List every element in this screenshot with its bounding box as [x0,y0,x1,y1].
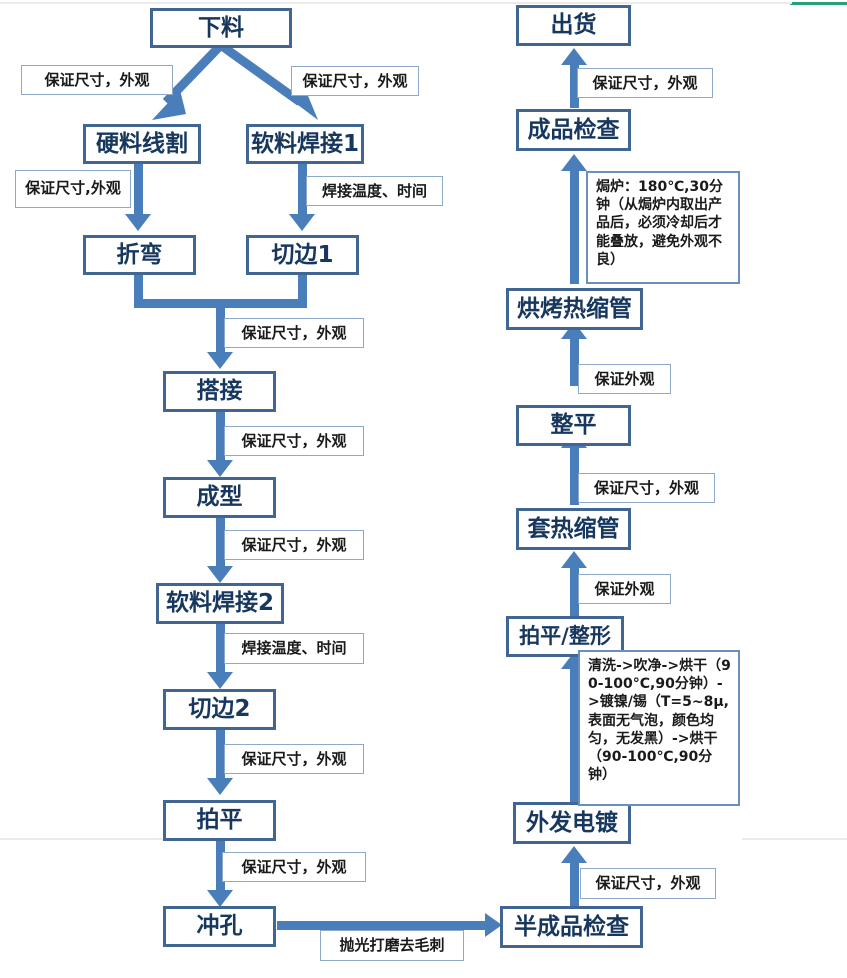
connector-ruanliao1-qiebian1-arrow [289,214,315,231]
connector-bancheng-waifa-arrow [561,846,587,863]
connector-chengpin-chuhuo-arrow [561,48,587,65]
note-right-4: 保证尺寸，外观 [578,473,715,503]
note-left-9: 保证尺寸，外观 [224,744,364,774]
note-right-5: 保证外观 [578,574,671,604]
merge-left-stem [134,275,143,307]
node-hongkao-rsg[interactable]: 烘烤热缩管 [506,288,643,330]
note-left-2: 保证尺寸，外观 [291,66,419,96]
node-chengxing[interactable]: 成型 [163,477,276,518]
connector-paipingzx-taorsg-arrow [561,551,587,568]
note-right-1: 保证尺寸，外观 [577,68,713,98]
connector-paiping-chongkong-line [216,841,225,897]
connector-waifa-paiping-line [570,664,579,803]
connector-ruanliao2-qiebian2-arrow [207,672,233,689]
note-right-3: 保证外观 [578,364,671,394]
connector-dajie-chengxing-line [216,412,225,464]
note-left-7: 保证尺寸，外观 [224,530,364,560]
node-paiping[interactable]: 拍平 [163,800,276,841]
node-zhengping[interactable]: 整平 [516,405,631,446]
note-left-6: 保证尺寸，外观 [224,426,364,456]
node-dajie[interactable]: 搭接 [163,371,276,412]
merge-down-arrow [207,352,233,369]
connector-yingliao-zhewan-arrow [125,214,151,231]
connector-chongkong-bancheng-arrow [485,913,502,937]
connector-qiebian2-paiping-arrow [207,778,233,795]
connector-dajie-chengxing-arrow [207,460,233,477]
connector-paipingzx-taorsg-line [570,563,579,619]
connector-yingliao-zhewan-line [134,164,143,218]
connector-bancheng-waifa-line [570,858,579,906]
node-taorsg[interactable]: 套热缩管 [516,508,631,550]
node-qiebian2[interactable]: 切边2 [163,689,276,730]
note-left-11: 抛光打磨去毛刺 [320,930,464,961]
node-waifa-diandu[interactable]: 外发电镀 [513,802,631,844]
node-zhewan[interactable]: 折弯 [83,235,196,275]
connector-ruanliao1-qiebian1-line [298,164,307,218]
connector-hongkao-chengpin-line [570,166,579,284]
connector-hongkao-chengpin-arrow [561,154,587,171]
connector-chengxing-ruanliao2-arrow [207,566,233,583]
note-right-7: 保证尺寸，外观 [580,868,716,899]
note-left-10: 保证尺寸，外观 [222,852,366,882]
node-chongkong[interactable]: 冲孔 [163,906,276,947]
left-rule [0,838,163,840]
note-right-plating: 清洗->吹净->烘干（90-100°C,90分钟）->镀镍/锡（T=5~8μ,表… [578,650,740,806]
top-rule [0,2,792,4]
right-rule [742,838,847,840]
note-left-3: 保证尺寸,外观 [15,170,131,208]
top-right-rule [790,2,847,5]
note-left-1: 保证尺寸，外观 [21,65,173,95]
note-left-4: 焊接温度、时间 [306,176,443,206]
node-chuhuo[interactable]: 出货 [516,5,631,46]
connector-qiebian2-paiping-line [216,730,225,782]
merge-down-stem [216,299,225,363]
node-chengpin-jc[interactable]: 成品检查 [516,109,631,151]
node-yingliao-xiange[interactable]: 硬料线割 [83,124,201,164]
connector-paiping-chongkong-arrow [207,890,233,907]
merge-right-stem [298,275,307,307]
note-right-furnace: 焗炉：180℃,30分钟（从焗炉内取出产品后，必须冷却后才能叠放，避免外观不良） [586,171,740,284]
connector-ruanliao2-qiebian2-line [216,624,225,676]
node-bancheng-jc[interactable]: 半成品检查 [500,906,643,948]
node-ruanliao-hanjie2[interactable]: 软料焊接2 [156,583,284,624]
node-ruanliao-hanjie1[interactable]: 软料焊接1 [246,124,364,164]
connector-chengpin-chuhuo-line [570,60,579,108]
note-left-5: 保证尺寸，外观 [224,318,364,348]
connector-chongkong-bancheng-line [277,921,490,930]
connector-chengxing-ruanliao2-line [216,518,225,570]
connector-taorsg-zhengping-line [570,443,579,505]
node-xialiao[interactable]: 下料 [150,8,292,48]
connector-zhengping-hongkao-line [570,334,579,386]
note-left-8: 焊接温度、时间 [224,633,364,664]
node-qiebian1[interactable]: 切边1 [246,235,359,275]
